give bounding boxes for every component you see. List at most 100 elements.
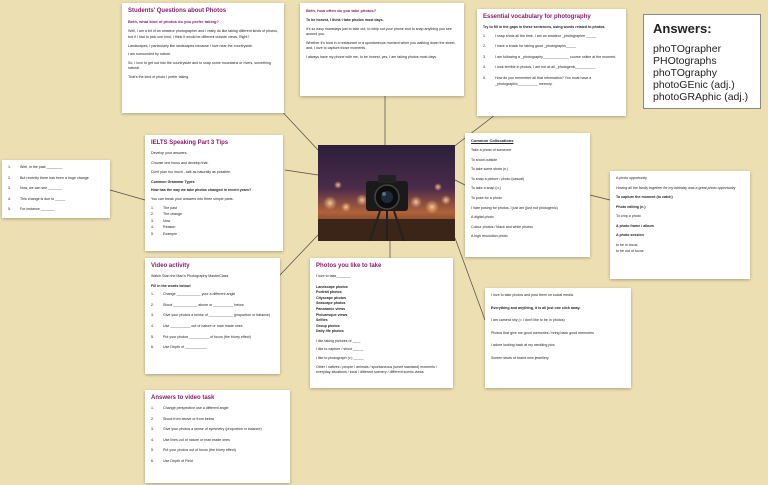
list-item: To capture the moment (to catch) [616, 195, 673, 200]
list-item: To shoot outside [471, 157, 498, 162]
answer-word: photoGEnic (adj.) [653, 79, 735, 91]
card-title: Essential vocabulary for photography [483, 14, 591, 20]
list-item: Picturesque views [316, 312, 348, 317]
list-item: 4.Use lines out of nature or man made on… [151, 437, 230, 442]
list-item: 1.I snap shots all the time. I am an ama… [483, 33, 597, 38]
photo-prompt: I like to photograph (v.) _____ [316, 355, 364, 360]
parts-list: 1.The past 2.The change 3.Now 4.Reason 5… [151, 206, 277, 238]
grammar-heading: Common Grammar Types [151, 179, 195, 184]
list-item: to be in focus [616, 242, 638, 247]
list-item: Photo editing (n.) [616, 204, 646, 209]
answer-paragraph: Well, I am a bit of an amateur photograp… [128, 29, 278, 39]
list-item: Photos that give me good memories / brin… [491, 330, 594, 335]
list-item: 4.Use __________ out of nature or man ma… [151, 324, 243, 328]
list-item: I love to take photos and post them on s… [491, 293, 574, 297]
list-item: Take a photo of someone [471, 148, 512, 153]
card-question: Beth, how often do you take photos? [306, 8, 377, 13]
list-item: A photo opportunity [616, 176, 647, 180]
answers-box: Answers: phoTOgrapher PHOtographs phoTOg… [643, 14, 761, 109]
card-title: Photos you like to take [316, 263, 382, 269]
social-media-card: I love to take photos and post them on s… [485, 288, 631, 388]
camera-bokeh-image [318, 145, 455, 241]
list-item: 3.Give your photos a sense of __________… [151, 313, 271, 318]
list-item: Colour photos / black and white photos [471, 224, 533, 229]
list-item: I hate posing for photos. I just am (jus… [471, 205, 558, 210]
students-questions-card: Students' Questions about Photos Beth, w… [122, 3, 284, 113]
answer-word: PHOtographs [653, 55, 717, 67]
collocations-card: Common Collocations Take a photo of some… [465, 133, 590, 257]
list-item: 1.Change ____________ your a different a… [151, 292, 236, 297]
list-item: to be out of focus [616, 248, 644, 253]
card-title: Common Collocations [471, 138, 514, 143]
list-item: Screen shots of brand new jewellery [491, 355, 549, 360]
list-item: 5.For instance _______ [8, 207, 55, 212]
list-item: To crop a photo [616, 214, 641, 219]
list-item: 5.Put your photos __________ of focus (t… [151, 334, 251, 339]
answer-word: photoGRAphic (adj.) [653, 91, 749, 103]
answer-paragraph: Whether it's food in a restaurant or a s… [306, 40, 456, 51]
answer-word: phoTOgrapher [653, 43, 722, 55]
list-item: I adore looking back at my wedding pics [491, 343, 555, 348]
card-title: Answers to video task [151, 395, 215, 401]
answer-structure-card: 1.Well, in the past ________ 2.But recen… [2, 160, 110, 218]
card-title: Students' Questions about Photos [128, 8, 227, 14]
list-item: 5.Put your photos out of focus (the blur… [151, 448, 236, 453]
list-item: A digital photo [471, 215, 494, 220]
vocabulary-card: Essential vocabulary for photography Try… [477, 9, 626, 116]
vocab-list: 1.I snap shots all the time. I am an ama… [483, 34, 620, 87]
list-item: Selfies [316, 318, 328, 323]
list-item: To snap a picture / photo (casual) [471, 176, 525, 181]
list-item: 4.I look terrible in photos, I am not at… [483, 65, 596, 70]
photo-types-list: Landscape photos Portrait photos Citysca… [316, 285, 447, 335]
list-item: 3.I am following a _photography_________… [483, 54, 617, 59]
photos-like-card: Photos you like to take I love to take__… [310, 258, 453, 388]
video-answers-card: Answers to video task 1.Change perspecti… [145, 390, 290, 483]
list-item: 5.Example [151, 231, 177, 236]
list-item: 2.The change [151, 212, 182, 217]
answer-paragraph: That's the kind of photo I prefer taking… [128, 74, 190, 79]
video-activity-card: Video activity Watch Stan the Man's Phot… [145, 258, 280, 374]
tips-list: Develop your answers. Choose one focus a… [151, 151, 277, 176]
video-intro: Watch Stan the Man's Photography MasterC… [151, 274, 229, 279]
tip-item: Don't plan too much - talk as naturally … [151, 170, 231, 175]
list-item: Having all the family together for my bi… [616, 185, 736, 190]
list-item: 5.How do you remember all that informati… [483, 76, 592, 86]
list-item: A photo frame / album [616, 223, 654, 228]
ielts-instruction: You can break your answers into three si… [151, 197, 234, 201]
list-item: 4.Reason [151, 225, 176, 230]
list-item: Cityscape photos [316, 295, 346, 300]
photo-prompt: I like taking pictures of ____ [316, 338, 361, 343]
list-item: Seascape photos [316, 301, 346, 306]
answer-word: phoTOgraphy [653, 67, 718, 79]
video-answers-list: 1.Change perspective use a different ang… [151, 406, 284, 464]
list-item: 2.Shoot from above or from below [151, 416, 215, 421]
video-task-list: 1.Change ____________ your a different a… [151, 292, 274, 350]
list-item: I am camera shy (= I don't like to be in… [491, 318, 565, 323]
answer-paragraph: To be honest, I think I take photos most… [306, 18, 384, 23]
answer-paragraph: Landscapes, I particularly like landscap… [128, 43, 254, 48]
tip-item: Choose one focus and develop that. [151, 160, 209, 165]
structure-list: 1.Well, in the past ________ 2.But recen… [8, 165, 104, 213]
answer-paragraph: I always have my phone with me, to be ho… [306, 55, 438, 59]
list-item: Everything and anything, it is all just … [491, 305, 581, 310]
photos-intro: I love to take_______ [316, 274, 351, 279]
list-item: 1.Change perspective use a different ang… [151, 406, 229, 411]
list-item: Daily life photos [316, 329, 344, 334]
social-list: I love to take photos and post them on s… [491, 293, 625, 361]
list-item: Panoramic views [316, 307, 346, 311]
list-item: 4.This change is due to _____ [8, 196, 66, 201]
list-item: 3.Give your photos a sense of symmetry (… [151, 427, 262, 432]
list-item: To take some shots (n.) [471, 167, 509, 172]
list-item: A high resolution photo [471, 234, 508, 239]
collocation-list: Take a photo of someone To shoot outside… [471, 148, 584, 240]
list-item: 3.Now [151, 218, 171, 223]
list-item: 2.Shoot ____________ above or __________… [151, 302, 244, 307]
ielts-tips-card: IELTS Speaking Part 3 Tips Develop your … [145, 135, 283, 251]
list-item: 6.Use Depth of ___________ [151, 345, 207, 350]
list-item: To take a snap (n.) [471, 186, 501, 191]
how-often-card: Beth, how often do you take photos? To b… [300, 3, 464, 96]
answer-paragraph: I am surrounded by nature. [128, 52, 172, 57]
list-item: To pose for a photo [471, 196, 502, 200]
list-item: Landscape photos [316, 284, 348, 289]
list-item: 6.Use Depth of Field [151, 459, 193, 463]
